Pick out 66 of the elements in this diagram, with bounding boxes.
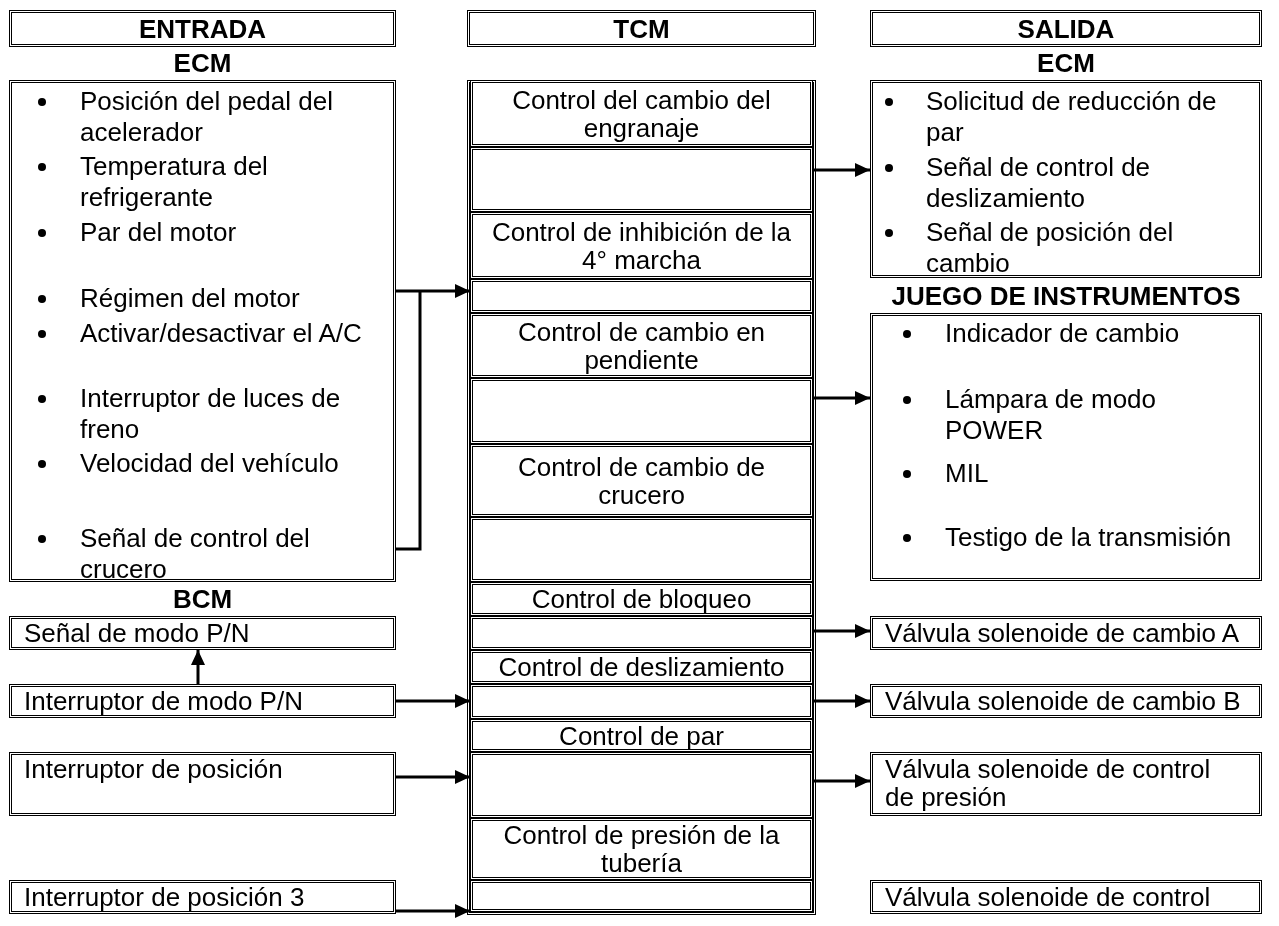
empty-row-box: [470, 378, 813, 444]
list-item: Temperatura del refrigerante: [80, 151, 269, 213]
box-label: Control de deslizamiento: [497, 653, 786, 681]
column-header: [9, 10, 396, 47]
empty-row-box: [470, 279, 813, 313]
list-item: Señal de control de deslizamiento: [926, 152, 1152, 214]
signal-box: [870, 880, 1262, 914]
box-label: Interruptor de posición 3: [24, 883, 306, 911]
box-label: Válvula solenoide de cambio A: [885, 619, 1241, 647]
box-label: Control de cambio en pendiente: [516, 317, 767, 374]
list-item: Testigo de la transmisión: [945, 522, 1233, 553]
list-item: Par del motor: [80, 217, 238, 248]
function-row: [470, 582, 813, 616]
box-label: Control de presión de la tubería: [502, 821, 781, 877]
box-label: Control de inhibición de la 4° marcha: [490, 217, 793, 274]
function-row: [470, 313, 813, 378]
box-label: Control de cambio de crucero: [516, 452, 767, 509]
list-item: MIL: [945, 458, 990, 489]
list-item: Lámpara de modo POWER: [945, 384, 1158, 446]
empty-row-box: [470, 684, 813, 719]
empty-row-box: [470, 616, 813, 650]
arrow: [191, 650, 205, 684]
function-row: [470, 719, 813, 752]
function-row: [470, 80, 813, 147]
box-label: Válvula solenoide de control: [885, 883, 1212, 911]
list-item: Solicitud de reducción de par: [926, 86, 1218, 148]
column-box: [467, 80, 816, 915]
signal-box: [9, 752, 396, 816]
function-row: [470, 444, 813, 517]
list-item: Régimen del motor: [80, 283, 301, 314]
list-item: Activar/desactivar el A/C: [80, 318, 363, 349]
list-item: Interruptor de luces de freno: [80, 383, 342, 445]
empty-row-box: [470, 517, 813, 582]
box-label: Válvula solenoide de cambio B: [885, 687, 1242, 715]
empty-row-box: [470, 752, 813, 818]
box-label: Señal de modo P/N: [24, 619, 250, 647]
header-label: SALIDA: [1017, 14, 1115, 43]
box-label: Control de par: [558, 721, 725, 750]
header-label: ENTRADA: [138, 14, 267, 43]
list-item: Señal de posición del cambio: [926, 217, 1175, 279]
list-item: Señal de control del crucero: [80, 523, 311, 585]
signal-box: [870, 752, 1262, 816]
column-header: [870, 10, 1262, 47]
signal-box: [870, 684, 1262, 718]
heading-label: ECM: [172, 48, 233, 79]
empty-row-box: [470, 880, 813, 912]
empty-row-box: [470, 147, 813, 212]
list-item: Posición del pedal del acelerador: [80, 86, 334, 148]
box-label: Válvula solenoide de control de presión: [885, 755, 1212, 811]
function-row: [470, 818, 813, 880]
box-label: Interruptor de posición: [24, 755, 284, 783]
box-label: Control de bloqueo: [530, 585, 753, 613]
box-label: Interruptor de modo P/N: [24, 687, 304, 715]
box-label: Control del cambio del engranaje: [511, 85, 772, 142]
header-label: TCM: [613, 14, 670, 43]
heading-label: BCM: [171, 584, 234, 615]
signal-box: [9, 684, 396, 718]
column-header: [467, 10, 816, 47]
heading-label: ECM: [1036, 48, 1096, 79]
list-item: Velocidad del vehículo: [80, 448, 340, 479]
heading-label: JUEGO DE INSTRUMENTOS: [890, 281, 1242, 312]
list-item: Indicador de cambio: [945, 318, 1181, 349]
function-row: [470, 650, 813, 684]
signal-box: [9, 880, 396, 914]
function-row: [470, 212, 813, 279]
signal-box: [870, 616, 1262, 650]
